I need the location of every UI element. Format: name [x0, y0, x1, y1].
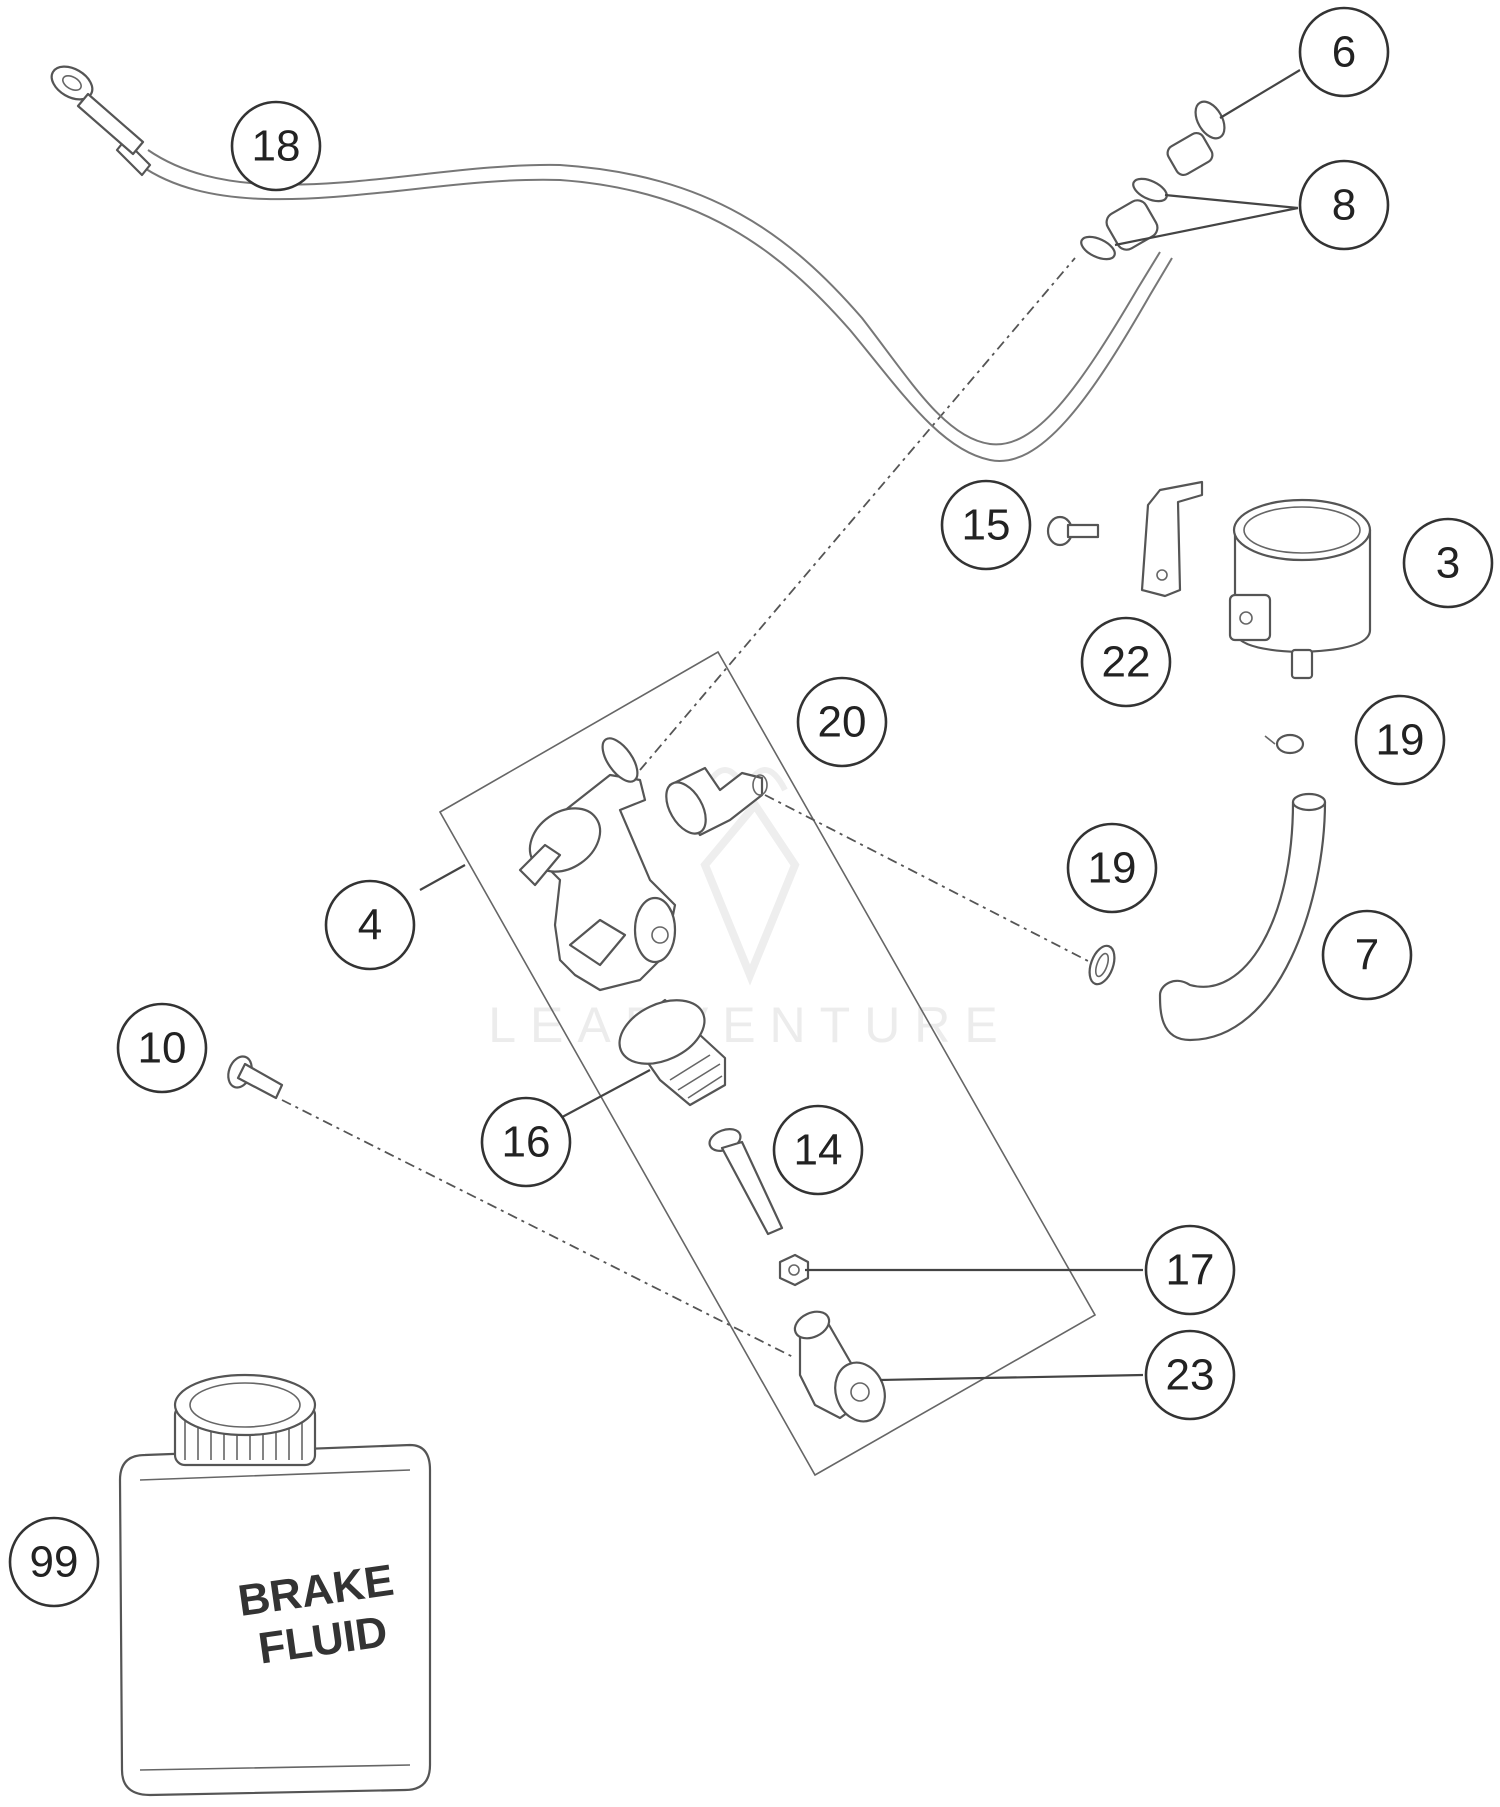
nut — [778, 1253, 810, 1287]
callout-16: 16 — [480, 1096, 572, 1188]
leader-lines — [419, 69, 1301, 1382]
callout-label: 14 — [794, 1126, 843, 1175]
callout-17: 17 — [1144, 1224, 1236, 1316]
callout-label: 18 — [252, 122, 301, 171]
callout-label: 10 — [138, 1024, 187, 1073]
callout-label: 20 — [818, 698, 867, 747]
callout-label: 3 — [1436, 539, 1460, 588]
callout-15: 15 — [940, 479, 1032, 571]
callout-6: 6 — [1298, 6, 1390, 98]
assembly-box — [438, 650, 1097, 1477]
callout-label: 99 — [30, 1538, 79, 1587]
screw-10 — [227, 1055, 284, 1100]
master-cylinder — [518, 737, 677, 992]
callout-label: 6 — [1332, 28, 1356, 77]
callout-label: 8 — [1332, 181, 1356, 230]
callout-label: 4 — [358, 901, 382, 950]
elbow-fitting — [665, 766, 768, 837]
callout-label: 22 — [1102, 638, 1151, 687]
callout-7: 7 — [1321, 909, 1413, 1001]
cap — [618, 998, 727, 1107]
reservoir-hose — [1158, 792, 1327, 1042]
callout-99: 99 — [8, 1516, 100, 1608]
callout-label: 23 — [1166, 1351, 1215, 1400]
callout-label: 19 — [1376, 716, 1425, 765]
callout-label: 7 — [1355, 931, 1379, 980]
screw-15 — [1046, 515, 1100, 547]
callout-19-lower: 19 — [1066, 822, 1158, 914]
connection-lines — [281, 257, 1091, 1359]
seal-rings — [1080, 177, 1168, 261]
callout-8: 8 — [1298, 159, 1390, 251]
watermark: LEADVENTURE — [488, 767, 1012, 1053]
banjo-fitting — [793, 1310, 886, 1423]
reservoir — [1228, 498, 1372, 680]
callout-20: 20 — [796, 676, 888, 768]
callout-10: 10 — [116, 1002, 208, 1094]
hose-clamp-upper — [1264, 733, 1305, 755]
callout-18: 18 — [230, 100, 322, 192]
callout-label: 16 — [502, 1118, 551, 1167]
hose-clamp-lower — [1088, 944, 1116, 986]
watermark-text: LEADVENTURE — [488, 997, 1012, 1053]
bracket — [1140, 480, 1204, 598]
callout-4: 4 — [324, 879, 416, 971]
brake-hose — [50, 65, 1173, 462]
callout-3: 3 — [1402, 517, 1494, 609]
brake-fluid-can: BRAKE FLUID — [118, 1373, 432, 1797]
callout-label: 17 — [1166, 1246, 1215, 1295]
callout-label: 19 — [1088, 844, 1137, 893]
bleed-screw — [1166, 100, 1226, 177]
callout-14: 14 — [772, 1104, 864, 1196]
callout-23: 23 — [1144, 1329, 1236, 1421]
callout-22: 22 — [1080, 616, 1172, 708]
callout-19-upper: 19 — [1354, 694, 1446, 786]
push-rod — [708, 1128, 784, 1236]
callout-label: 15 — [962, 501, 1011, 550]
